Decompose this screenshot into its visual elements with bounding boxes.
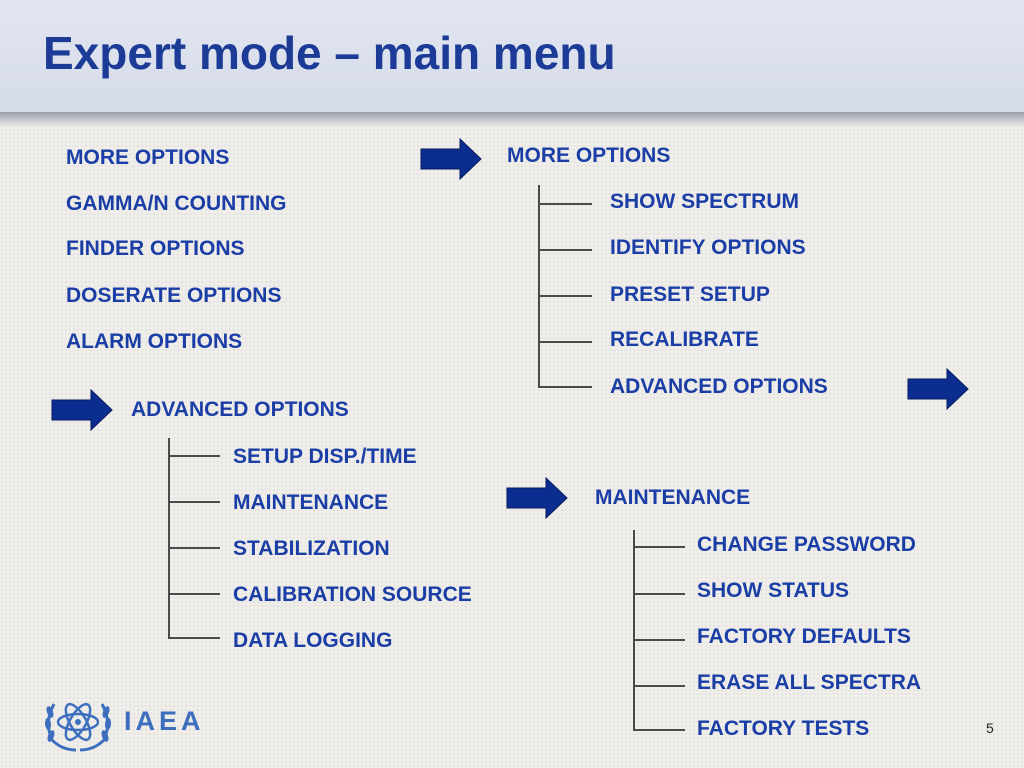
more-options-item-advanced-options: ADVANCED OPTIONS xyxy=(610,375,828,398)
main-menu-item-alarm-options: ALARM OPTIONS xyxy=(66,330,243,353)
tree-connector xyxy=(633,639,685,641)
iaea-logo-text: IAEA xyxy=(124,706,205,736)
more-options-item-preset-setup: PRESET SETUP xyxy=(610,283,770,306)
iaea-atom-laurel-icon xyxy=(44,702,112,752)
tree-connector xyxy=(168,593,220,595)
more-options-item-recalibrate: RECALIBRATE xyxy=(610,328,759,351)
tree-connector xyxy=(633,546,685,548)
page-number: 5 xyxy=(986,720,994,736)
maintenance-heading: MAINTENANCE xyxy=(595,486,751,509)
more-options-heading: MORE OPTIONS xyxy=(507,144,671,167)
header-shadow xyxy=(0,112,1024,128)
advanced-options-item-maintenance: MAINTENANCE xyxy=(233,491,389,514)
maintenance-item-show-status: SHOW STATUS xyxy=(697,579,850,602)
more-options-item-show-spectrum: SHOW SPECTRUM xyxy=(610,190,799,213)
main-menu-item-finder-options: FINDER OPTIONS xyxy=(66,237,245,260)
content-area xyxy=(0,128,1024,768)
arrow-right-icon xyxy=(420,138,482,180)
advanced-options-item-setup-disp-time: SETUP DISP./TIME xyxy=(233,445,417,468)
maintenance-item-erase-all-spectra: ERASE ALL SPECTRA xyxy=(697,671,922,694)
tree-connector xyxy=(633,593,685,595)
tree-connector xyxy=(168,501,220,503)
tree-connector xyxy=(538,249,592,251)
header-bar xyxy=(0,0,1024,112)
tree-connector xyxy=(168,438,170,638)
advanced-options-item-data-logging: DATA LOGGING xyxy=(233,629,393,652)
tree-connector xyxy=(633,685,685,687)
main-menu-item-more-options: MORE OPTIONS xyxy=(66,146,230,169)
tree-connector xyxy=(168,547,220,549)
main-menu-item-doserate-options: DOSERATE OPTIONS xyxy=(66,284,282,307)
tree-connector xyxy=(538,295,592,297)
tree-connector xyxy=(538,185,540,387)
more-options-item-identify-options: IDENTIFY OPTIONS xyxy=(610,236,806,259)
page-title: Expert mode – main menu xyxy=(43,27,616,79)
tree-connector xyxy=(633,729,685,731)
advanced-options-heading: ADVANCED OPTIONS xyxy=(131,398,349,421)
arrow-right-icon xyxy=(506,477,568,519)
tree-connector xyxy=(168,637,220,639)
advanced-options-item-stabilization: STABILIZATION xyxy=(233,537,390,560)
maintenance-item-factory-tests: FACTORY TESTS xyxy=(697,717,870,740)
arrow-right-icon xyxy=(51,389,113,431)
advanced-options-item-calibration-source: CALIBRATION SOURCE xyxy=(233,583,472,606)
arrow-right-icon xyxy=(907,368,969,410)
tree-connector xyxy=(538,203,592,205)
main-menu-item-gamma-n-counting: GAMMA/N COUNTING xyxy=(66,192,287,215)
tree-connector xyxy=(538,341,592,343)
tree-connector xyxy=(538,386,592,388)
tree-connector xyxy=(633,530,635,730)
tree-connector xyxy=(168,455,220,457)
maintenance-item-factory-defaults: FACTORY DEFAULTS xyxy=(697,625,911,648)
maintenance-item-change-password: CHANGE PASSWORD xyxy=(697,533,916,556)
